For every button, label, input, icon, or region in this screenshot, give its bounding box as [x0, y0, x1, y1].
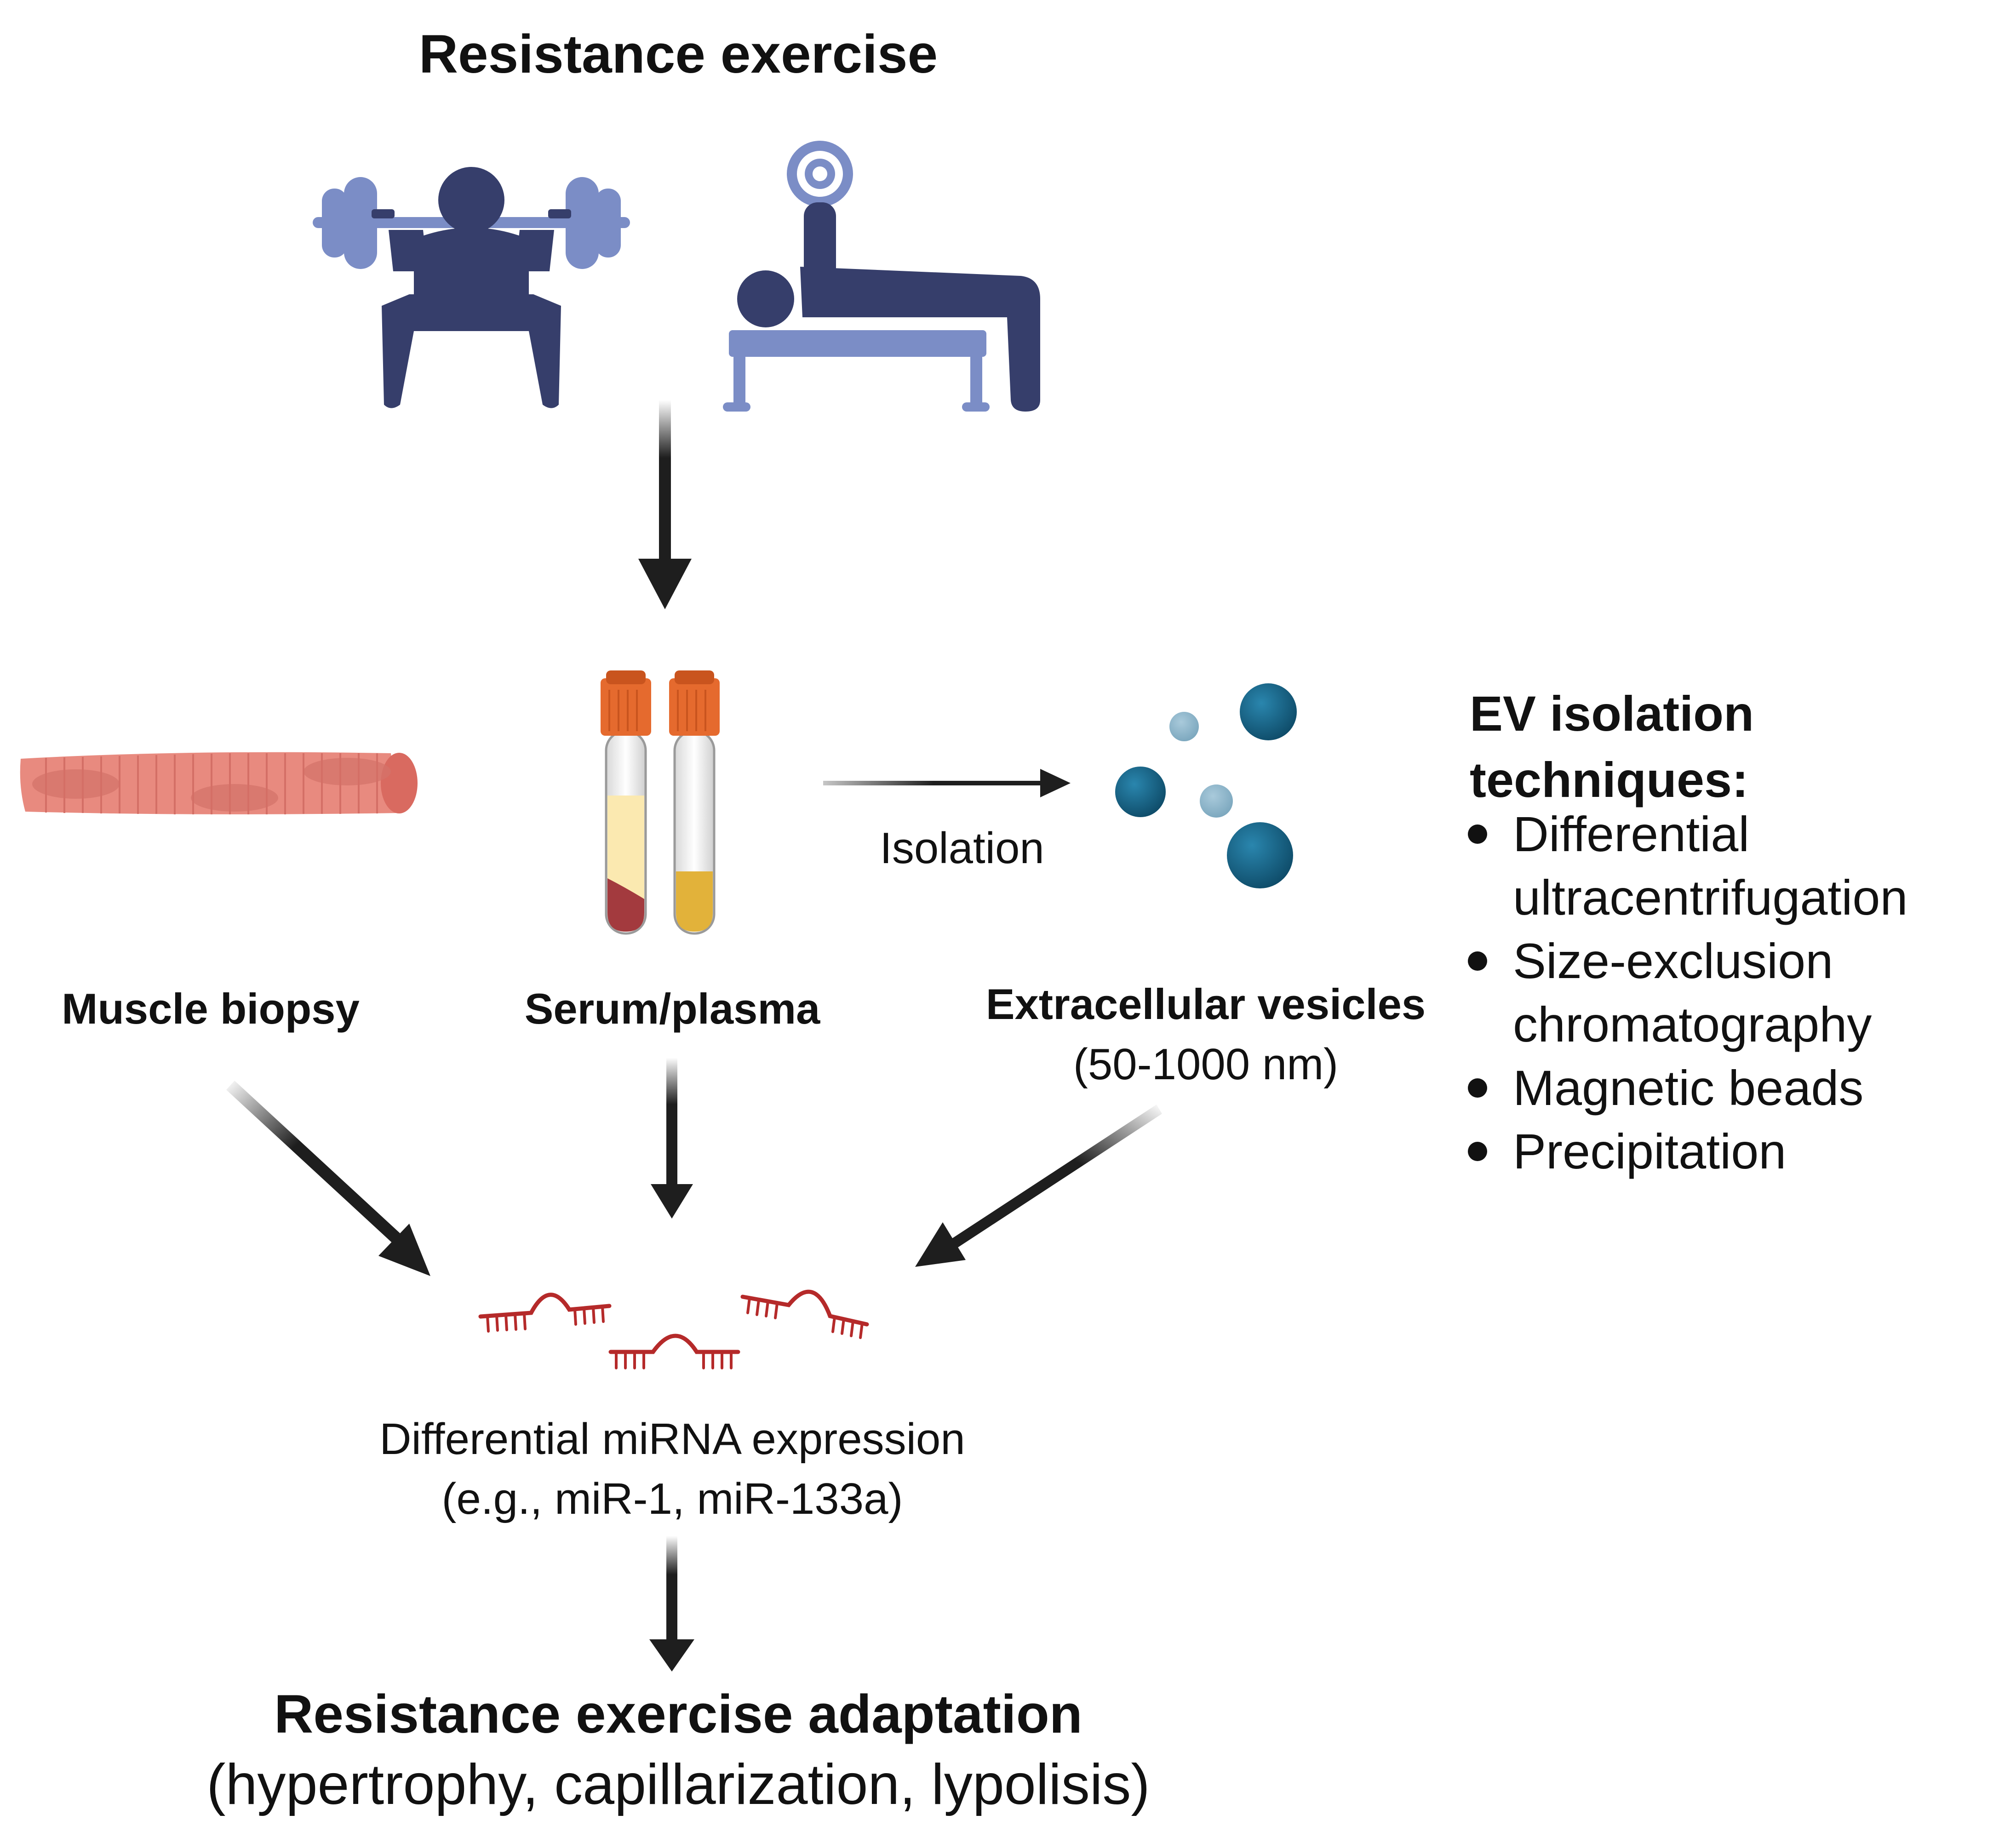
ev-techniques-list: Differential ultracentrifugation Size-ex… [1468, 802, 2016, 1183]
arrow-ev-to-mirna [915, 1105, 1162, 1267]
bullet-icon [1468, 951, 1487, 971]
arrow-exercise-to-samples [638, 400, 692, 609]
muscle-fiber-icon [20, 752, 418, 814]
isolation-label: Isolation [880, 824, 1044, 873]
bench-press-icon [723, 141, 1040, 412]
technique-label: Magnetic beads [1513, 1060, 1864, 1116]
adaptation-title: Resistance exercise adaptation [274, 1684, 1082, 1745]
list-item: Size-exclusion chromatography [1468, 929, 2016, 1056]
arrow-serum-to-ev [823, 769, 1071, 797]
ev-size-label: (50-1000 nm) [1073, 1040, 1339, 1089]
technique-label: Differential ultracentrifugation [1513, 806, 1908, 925]
list-item: Precipitation [1468, 1120, 2016, 1183]
arrow-muscle-to-mirna [226, 1081, 430, 1276]
extracellular-vesicles-label: Extracellular vesicles [985, 980, 1426, 1028]
arrow-serum-to-mirna [651, 1058, 693, 1219]
technique-label: Precipitation [1513, 1123, 1787, 1179]
extracellular-vesicles-icon [1115, 683, 1297, 888]
serum-plasma-label: Serum/plasma [524, 985, 820, 1033]
bullet-icon [1468, 1078, 1487, 1098]
mirna-expression-label: Differential miRNA expression [379, 1414, 965, 1464]
mirna-examples-label: (e.g., miR-1, miR-133a) [441, 1474, 903, 1523]
list-item: Differential ultracentrifugation [1468, 802, 2016, 929]
muscle-biopsy-label: Muscle biopsy [62, 985, 360, 1033]
serum-tube-icon [669, 670, 720, 935]
adaptation-subtitle: (hypertrophy, capillarization, lypolisis… [206, 1753, 1150, 1816]
technique-label: Size-exclusion chromatography [1513, 933, 1872, 1052]
bullet-icon [1468, 1142, 1487, 1161]
mirna-icon [478, 1289, 869, 1369]
ev-techniques-heading-line1: EV isolation [1470, 686, 1754, 741]
arrow-mirna-to-adaptation [649, 1536, 694, 1672]
diagram-title: Resistance exercise [418, 24, 938, 85]
blood-tube-icon [601, 670, 651, 935]
list-item: Magnetic beads [1468, 1056, 2016, 1120]
squat-lifter-icon [313, 167, 630, 408]
ev-techniques-heading: EV isolation techniques: [1470, 681, 1754, 813]
bullet-icon [1468, 824, 1487, 844]
ev-techniques-heading-line2: techniques: [1470, 752, 1749, 807]
